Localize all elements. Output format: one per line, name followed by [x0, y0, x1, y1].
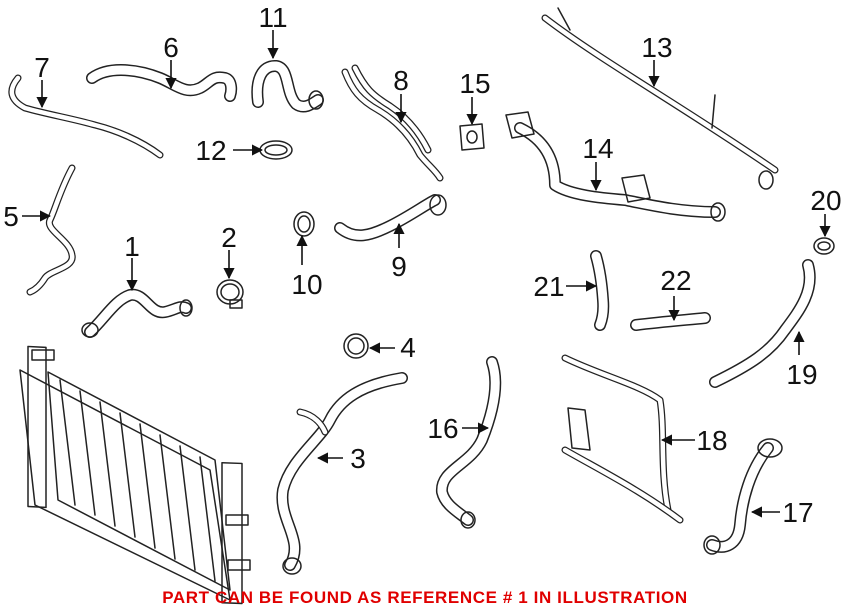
callout-14: 14 [582, 133, 613, 164]
radiator [19, 345, 251, 605]
callout-22: 22 [660, 265, 691, 296]
callout-8: 8 [393, 65, 409, 96]
part-6-hose [86, 64, 238, 102]
part-13-bar [541, 7, 779, 190]
part-10-clamp [293, 211, 315, 237]
callout-15: 15 [459, 68, 490, 99]
callout-12: 12 [195, 135, 226, 166]
part-14-pipe [505, 111, 726, 222]
part-18-pipe [561, 354, 684, 524]
part-15-gasket [459, 123, 485, 151]
part-9-hose [334, 194, 447, 242]
part-17-hose [703, 438, 783, 555]
part-20-o-ring [813, 237, 835, 255]
part-19-hose [709, 259, 816, 388]
callout-17: 17 [782, 497, 813, 528]
callout-18: 18 [696, 425, 727, 456]
leader-lines [22, 30, 831, 518]
callout-16: 16 [427, 413, 458, 444]
part-11-hose [251, 60, 324, 113]
callout-10: 10 [291, 269, 322, 300]
part-4-clamp [343, 333, 369, 359]
part-16-hose [436, 356, 502, 529]
part-7-line [8, 74, 164, 159]
part-21-hose [590, 250, 610, 331]
part-5-line [26, 164, 76, 296]
part-3-hose [276, 372, 408, 575]
part-22-tube [630, 312, 711, 331]
callout-2: 2 [221, 222, 237, 253]
callout-20: 20 [810, 185, 841, 216]
callout-13: 13 [641, 32, 672, 63]
callout-19: 19 [786, 359, 817, 390]
part-2-clamp [216, 279, 244, 309]
part-1-hose [81, 288, 193, 338]
callout-6: 6 [163, 32, 179, 63]
reference-note: PART CAN BE FOUND AS REFERENCE # 1 IN IL… [162, 588, 688, 607]
callout-1: 1 [124, 231, 140, 262]
callout-11: 11 [258, 2, 287, 33]
part-12-clamp [259, 140, 293, 160]
callout-labels: 1 2 3 4 5 6 7 8 9 10 11 12 13 14 15 16 1… [3, 2, 841, 528]
callout-5: 5 [3, 201, 19, 232]
callout-4: 4 [400, 332, 416, 363]
callout-21: 21 [533, 271, 564, 302]
callout-9: 9 [391, 251, 407, 282]
callout-3: 3 [350, 443, 366, 474]
callout-7: 7 [34, 52, 50, 83]
radiator-fins [59, 379, 216, 582]
part-8-pipes [341, 64, 444, 182]
